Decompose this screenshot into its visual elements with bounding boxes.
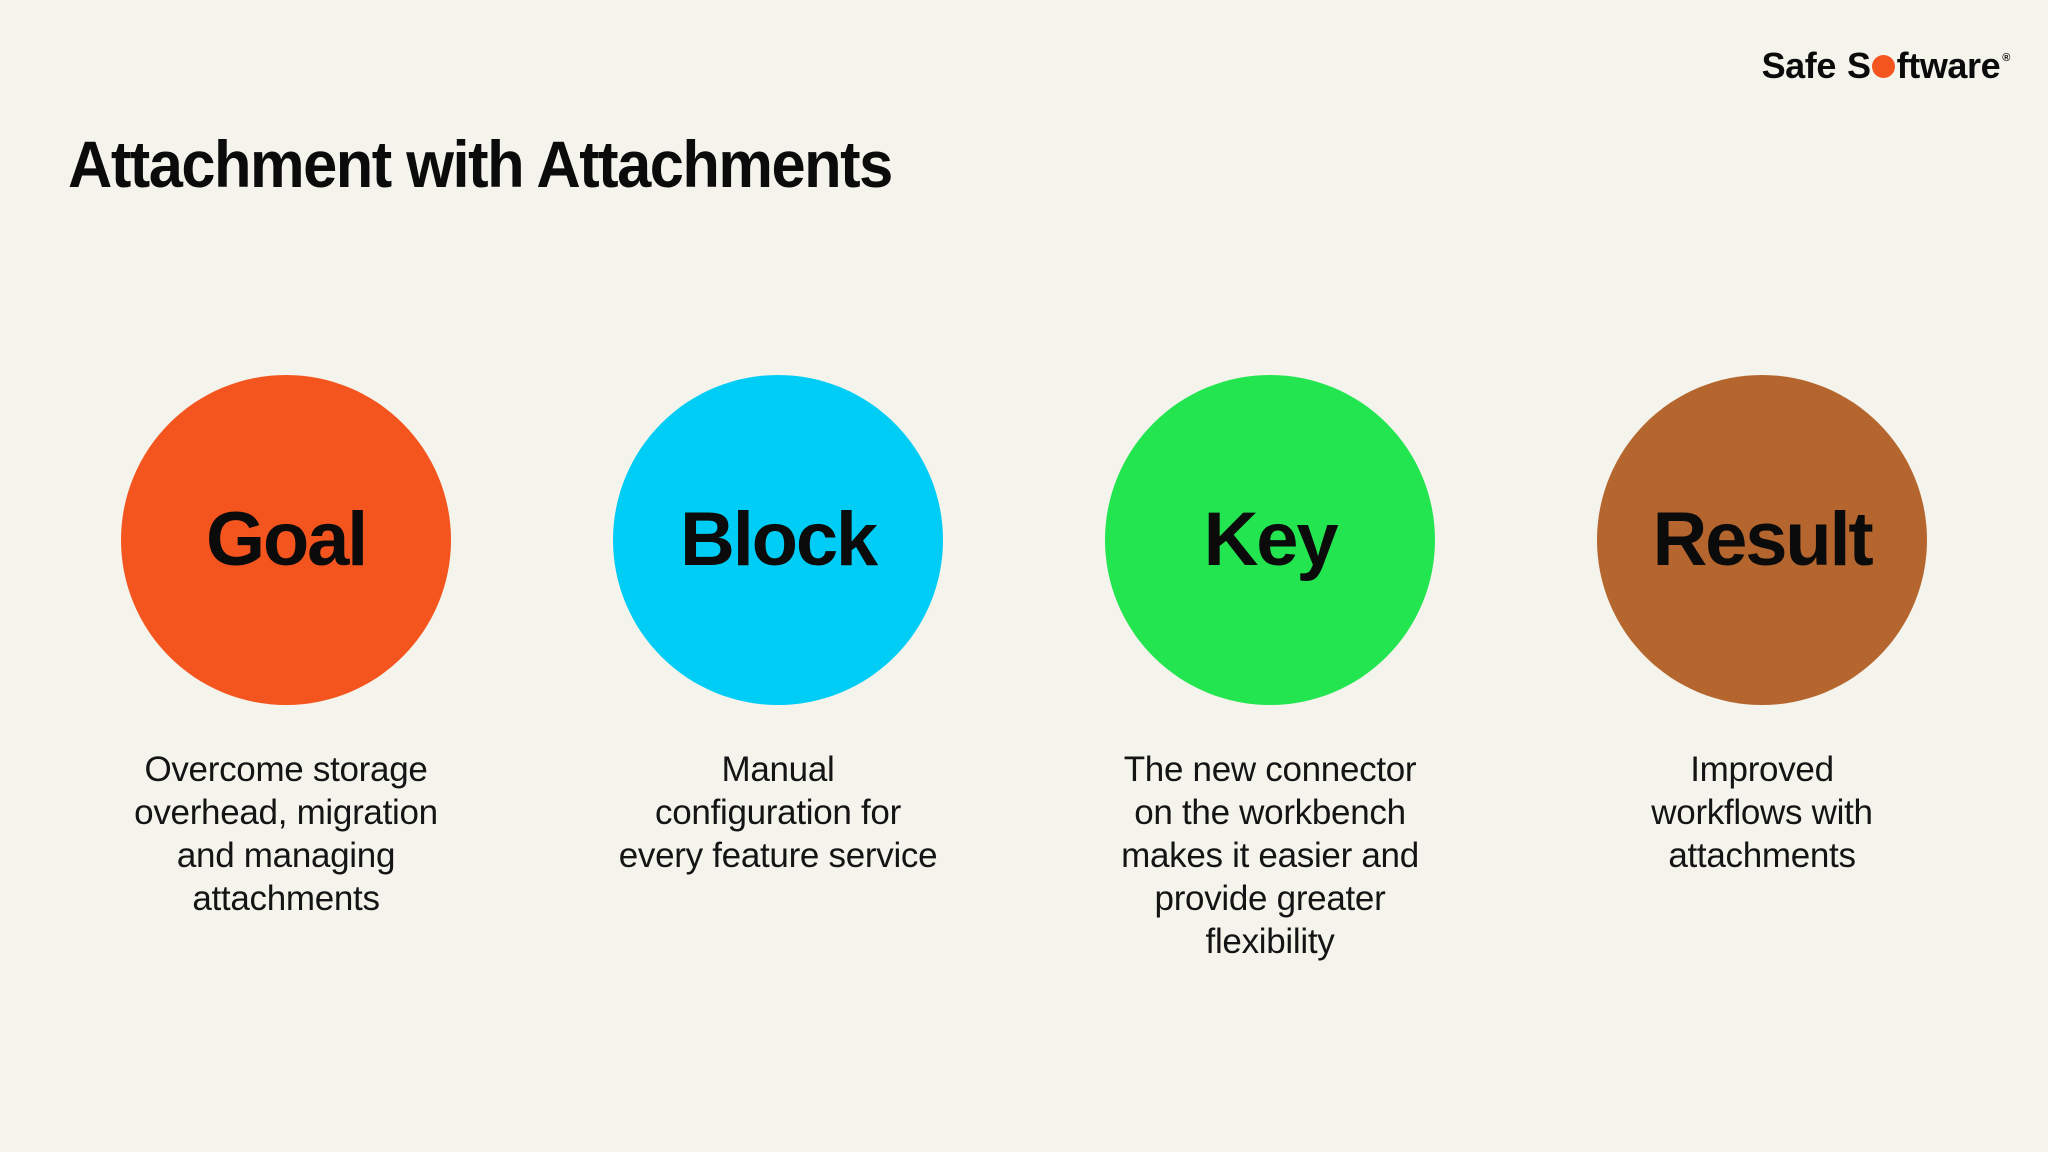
- caption-goal: Overcome storage overhead, migration and…: [134, 750, 438, 919]
- bubble-goal: Goal: [121, 375, 451, 705]
- bubble-label-goal: Goal: [205, 497, 368, 582]
- column-result: Result Improved workflows with attachmen…: [1516, 375, 2008, 877]
- bubble-label-result: Result: [1652, 497, 1873, 582]
- caption-block: Manual configuration for every feature s…: [618, 750, 938, 876]
- page-title: Attachment with Attachments: [68, 127, 893, 201]
- bubble-result: Result: [1597, 375, 1927, 705]
- caption-key: The new connector on the workbench makes…: [1121, 750, 1419, 962]
- logo-letter-s: S: [1847, 45, 1871, 86]
- bubble-block: Block: [613, 375, 943, 705]
- logo-word-safe: Safe: [1761, 45, 1837, 86]
- column-block: Block Manual configuration for every fea…: [532, 375, 1024, 877]
- caption-result: Improved workflows with attachments: [1651, 750, 1873, 876]
- column-key: Key The new connector on the workbench m…: [1024, 375, 1516, 963]
- column-goal: Goal Overcome storage overhead, migratio…: [40, 375, 532, 920]
- safe-software-logo: Safe S ftware ®: [1761, 45, 2011, 86]
- logo-word-ftware: ftware: [1896, 45, 2001, 86]
- bubble-key: Key: [1105, 375, 1435, 705]
- logo-orange-dot-icon: [1872, 54, 1896, 78]
- bubble-label-key: Key: [1203, 497, 1339, 582]
- columns-container: Goal Overcome storage overhead, migratio…: [40, 375, 2008, 963]
- bubble-label-block: Block: [680, 497, 878, 582]
- registered-trademark-icon: ®: [2002, 52, 2010, 64]
